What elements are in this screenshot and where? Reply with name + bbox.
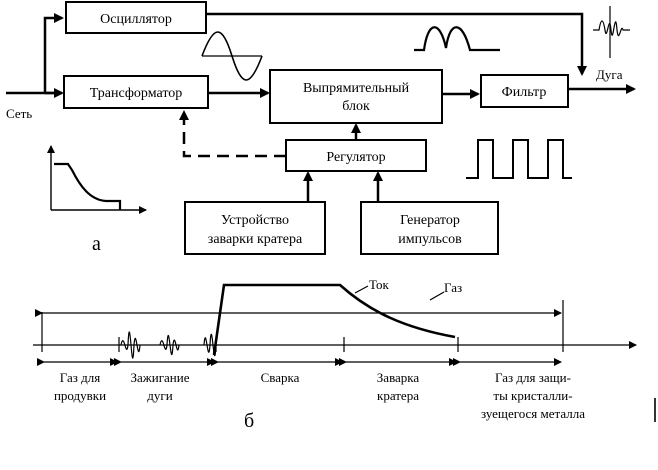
crater-device-label-line2: заварки кратера bbox=[208, 232, 303, 247]
gas-label: Газ bbox=[444, 280, 462, 295]
ignition-burst-2 bbox=[159, 335, 180, 355]
mains-to-oscillator-line bbox=[43, 13, 64, 93]
transformer-label: Трансформатор bbox=[90, 86, 183, 101]
phase-4-label-line1: Заварка bbox=[377, 370, 420, 385]
phase-4-label-line2: кратера bbox=[377, 388, 419, 403]
crater-device-label-line1: Устройство bbox=[221, 213, 289, 228]
crater-fill-device-block bbox=[184, 201, 326, 255]
rectifier-block bbox=[269, 69, 443, 124]
phase-5-label-line1: Газ для защи- bbox=[495, 370, 571, 385]
oscillator-to-arc-line bbox=[206, 12, 587, 76]
phase-1-label-line1: Газ для bbox=[60, 370, 100, 385]
oscillator-label: Осциллятор bbox=[100, 12, 172, 27]
ignition-burst-1 bbox=[120, 331, 141, 359]
regulator-label: Регулятор bbox=[326, 150, 385, 165]
pulse-generator-label-line1: Генератор bbox=[400, 213, 460, 228]
rectified-wave-icon bbox=[414, 26, 500, 52]
phase-1-label-line2: продувки bbox=[54, 388, 106, 403]
current-label: Ток bbox=[369, 277, 389, 292]
mains-label: Сеть bbox=[6, 106, 32, 121]
rectifier-label-line1: Выпрямительный bbox=[303, 81, 410, 96]
caption-a: а bbox=[92, 233, 101, 255]
hf-burst-icon bbox=[593, 20, 630, 37]
current-profile-curve bbox=[212, 283, 456, 356]
phase-2-label-line1: Зажигание bbox=[130, 370, 189, 385]
regulator-to-transformer-dashed bbox=[179, 110, 286, 158]
gas-label-leader bbox=[429, 291, 445, 301]
phase-5-label-line2: ты кристалли- bbox=[493, 388, 572, 403]
caption-b: б bbox=[244, 410, 254, 432]
current-label-leader bbox=[354, 285, 369, 294]
pulse-generator-label-line2: импульсов bbox=[398, 232, 462, 247]
pulse-generator-block bbox=[360, 201, 499, 255]
oscillator-block bbox=[65, 1, 207, 34]
arc-label: Дуга bbox=[596, 67, 623, 82]
rectifier-label-line2: блок bbox=[342, 99, 370, 114]
filter-block bbox=[480, 74, 569, 108]
filter-label: Фильтр bbox=[502, 85, 547, 100]
phase-2-label-line2: дуги bbox=[147, 388, 172, 403]
phase-3-label: Сварка bbox=[261, 370, 300, 385]
pulse-train-icon bbox=[466, 139, 572, 179]
phase-5-label-line3: зуещегося металла bbox=[481, 406, 585, 421]
mini-graph-curve bbox=[54, 162, 122, 210]
